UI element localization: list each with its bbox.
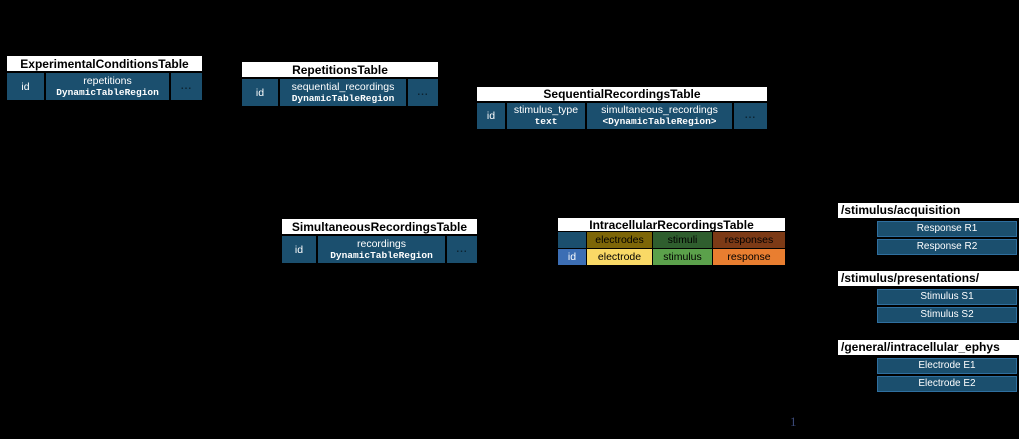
cell-stimulus: stimulus — [653, 249, 712, 265]
cell-type: DynamicTableRegion — [56, 86, 159, 98]
page-marker: 1 — [790, 414, 797, 429]
cell-simultaneous-recordings: simultaneous_recordings <DynamicTableReg… — [587, 103, 732, 129]
cell-ellipsis: ... — [734, 103, 767, 129]
stimulus-s1-box: Stimulus S1 — [877, 289, 1017, 305]
cell-stimulus-type: stimulus_type text — [507, 103, 585, 129]
table-row: id stimulus_type text simultaneous_recor… — [477, 103, 767, 129]
category-row: electrodes stimuli responses — [558, 232, 785, 248]
cell-response: response — [713, 249, 785, 265]
table-title: ExperimentalConditionsTable — [7, 56, 202, 71]
stimulus-s2-box: Stimulus S2 — [877, 307, 1017, 323]
cell-ellipsis: ... — [171, 73, 202, 100]
cell-id: id — [242, 79, 278, 106]
table-row: id sequential_recordings DynamicTableReg… — [242, 79, 438, 106]
cell-blank — [558, 232, 586, 248]
response-r2-box: Response R2 — [877, 239, 1017, 255]
table-row: id recordings DynamicTableRegion ... — [282, 236, 477, 263]
group-items: Stimulus S1 Stimulus S2 — [838, 289, 1019, 323]
table-title: RepetitionsTable — [242, 62, 438, 77]
cell-id: id — [558, 249, 586, 265]
table-title: SimultaneousRecordingsTable — [282, 219, 477, 234]
cell-ellipsis: ... — [447, 236, 477, 263]
cell-electrode: electrode — [587, 249, 652, 265]
cell-id: id — [282, 236, 316, 263]
table-experimental-conditions: ExperimentalConditionsTable id repetitio… — [7, 56, 202, 100]
cell-id: id — [477, 103, 505, 129]
column-row: id electrode stimulus response — [558, 249, 785, 265]
cell-type: <DynamicTableRegion> — [602, 116, 717, 127]
cell-id: id — [7, 73, 44, 100]
cell-type: DynamicTableRegion — [330, 249, 433, 261]
table-simultaneous-recordings: SimultaneousRecordingsTable id recording… — [282, 219, 477, 263]
table-title: IntracellularRecordingsTable — [558, 218, 785, 232]
electrode-e1-box: Electrode E1 — [877, 358, 1017, 374]
cell-stimuli-category: stimuli — [653, 232, 712, 248]
table-intracellular-recordings: IntracellularRecordingsTable electrodes … — [558, 218, 785, 265]
group-items: Electrode E1 Electrode E2 — [838, 358, 1019, 392]
group-label: /stimulus/acquisition — [838, 203, 1019, 218]
group-items: Response R1 Response R2 — [838, 221, 1019, 255]
table-row: id repetitions DynamicTableRegion ... — [7, 73, 202, 100]
group-general-intracellular-ephys: /general/intracellular_ephys Electrode E… — [838, 340, 1019, 392]
group-label: /stimulus/presentations/ — [838, 271, 1019, 286]
cell-electrodes-category: electrodes — [587, 232, 652, 248]
cell-responses-category: responses — [713, 232, 785, 248]
cell-type: DynamicTableRegion — [291, 92, 395, 104]
cell-type: text — [534, 116, 558, 127]
cell-ellipsis: ... — [408, 79, 438, 106]
electrode-e2-box: Electrode E2 — [877, 376, 1017, 392]
cell-repetitions: repetitions DynamicTableRegion — [46, 73, 169, 100]
response-r1-box: Response R1 — [877, 221, 1017, 237]
group-stimulus-presentations: /stimulus/presentations/ Stimulus S1 Sti… — [838, 271, 1019, 323]
table-repetitions: RepetitionsTable id sequential_recording… — [242, 62, 438, 106]
group-stimulus-acquisition: /stimulus/acquisition Response R1 Respon… — [838, 203, 1019, 255]
cell-sequential-recordings: sequential_recordings DynamicTableRegion — [280, 79, 406, 106]
group-label: /general/intracellular_ephys — [838, 340, 1019, 355]
table-title: SequentialRecordingsTable — [477, 87, 767, 101]
cell-recordings: recordings DynamicTableRegion — [318, 236, 445, 263]
table-sequential-recordings: SequentialRecordingsTable id stimulus_ty… — [477, 87, 767, 129]
